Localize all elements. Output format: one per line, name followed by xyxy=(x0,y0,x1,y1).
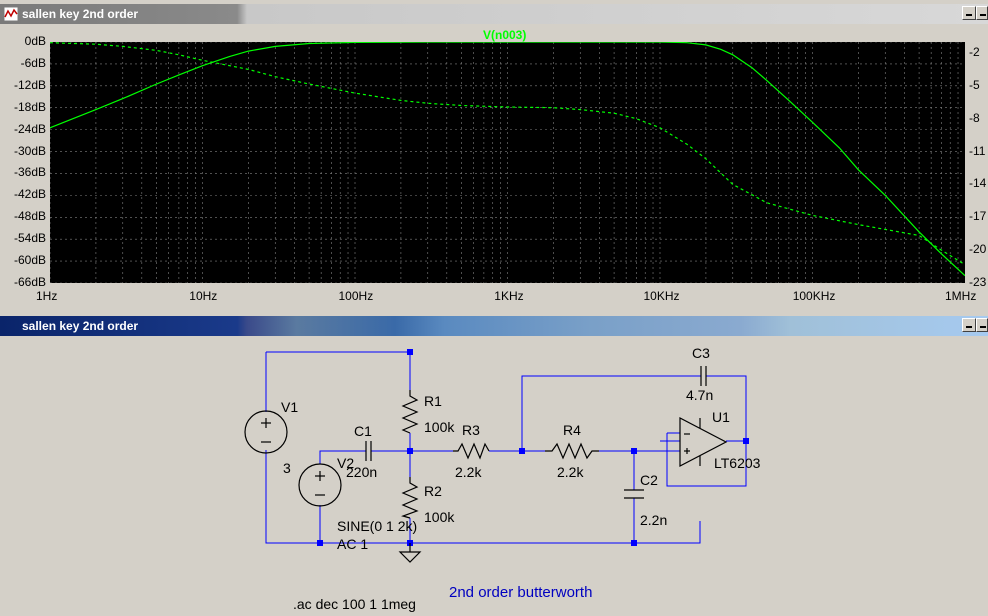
restore-button[interactable] xyxy=(976,6,988,20)
r1-value: 100k xyxy=(424,419,455,435)
v2-name: V2 xyxy=(337,455,354,471)
c1-value: 220n xyxy=(346,464,377,480)
wires xyxy=(265,351,747,544)
component-labels: V1 3 V2 SINE(0 1 2k) AC 1 C1 220n R1 100… xyxy=(281,345,761,552)
y-right-tick-label: -20 xyxy=(969,242,987,257)
phase-trace xyxy=(50,42,965,266)
v2-value-1: SINE(0 1 2k) xyxy=(337,518,417,534)
y-tick-label: -54dB xyxy=(13,231,46,246)
plot-area[interactable] xyxy=(50,42,965,283)
u1-symbol xyxy=(679,417,728,467)
v1-value: 3 xyxy=(283,460,291,476)
y-right-tick-label: -11 xyxy=(969,143,986,158)
x-tick-label: 100KHz xyxy=(792,289,836,303)
minimize-button[interactable] xyxy=(962,318,976,332)
r4-symbol xyxy=(545,442,599,460)
r1-name: R1 xyxy=(424,393,442,409)
x-tick-label: 10KHz xyxy=(643,289,680,303)
spice-directive[interactable]: .ac dec 100 1 1meg xyxy=(293,596,416,612)
v1-name: V1 xyxy=(281,399,298,415)
y-tick-label: -30dB xyxy=(13,143,46,158)
schematic-svg: V1 3 V2 SINE(0 1 2k) AC 1 C1 220n R1 100… xyxy=(244,345,761,612)
restore-button[interactable] xyxy=(976,318,988,332)
y-tick-label: -24dB xyxy=(13,121,46,136)
magnitude-trace xyxy=(50,42,965,277)
r2-symbol xyxy=(401,477,419,519)
c1-name: C1 xyxy=(354,423,372,439)
c2-value: 2.2n xyxy=(640,512,667,528)
schematic-canvas[interactable]: V1 3 V2 SINE(0 1 2k) AC 1 C1 220n R1 100… xyxy=(4,338,988,616)
plot-window-title: sallen key 2nd order xyxy=(22,7,139,21)
y-right-tick-label: -8 xyxy=(969,110,980,125)
c3-symbol xyxy=(700,366,707,386)
y-right-tick-label: -14 xyxy=(969,176,987,191)
r3-symbol xyxy=(453,442,490,460)
waveform-icon xyxy=(4,7,18,21)
r3-value: 2.2k xyxy=(455,464,482,480)
component-symbols xyxy=(244,366,728,563)
c2-name: C2 xyxy=(640,472,658,488)
u1-value: LT6203 xyxy=(714,455,761,471)
y-right-tick-label: -2 xyxy=(969,44,980,59)
x-tick-label: 100Hz xyxy=(338,289,374,303)
r2-value: 100k xyxy=(424,509,455,525)
y-right-tick-label: -5 xyxy=(969,77,980,92)
plot-window: sallen key 2nd order V(n003) 0dB -6dB -12d… xyxy=(0,4,988,312)
ground-symbol xyxy=(398,543,422,563)
c3-name: C3 xyxy=(692,345,710,361)
v2-value-2: AC 1 xyxy=(337,536,368,552)
v1-symbol xyxy=(244,410,288,454)
y-tick-label: -60dB xyxy=(13,253,46,268)
x-tick-label: 1Hz xyxy=(36,289,58,303)
r4-name: R4 xyxy=(563,422,581,438)
c1-symbol xyxy=(365,441,372,461)
y-tick-label: -66dB xyxy=(13,275,46,289)
u1-name: U1 xyxy=(712,409,730,425)
r1-symbol xyxy=(401,390,419,434)
y-tick-label: -48dB xyxy=(13,209,46,224)
y-tick-label: -36dB xyxy=(13,165,46,180)
y-tick-label: -42dB xyxy=(13,187,46,202)
y-tick-label: -12dB xyxy=(13,77,46,92)
y-tick-label: 0dB xyxy=(24,34,46,48)
trace-label[interactable]: V(n003) xyxy=(483,28,527,42)
y-right-tick-label: -17 xyxy=(969,209,987,224)
y-right-tick-label: -23 xyxy=(969,275,987,289)
x-tick-label: 1MHz xyxy=(945,289,977,303)
minimize-button[interactable] xyxy=(962,6,976,20)
plot-titlebar[interactable]: sallen key 2nd order xyxy=(0,4,988,24)
r4-value: 2.2k xyxy=(557,464,584,480)
schematic-titlebar[interactable]: sallen key 2nd order xyxy=(0,316,988,336)
r2-name: R2 xyxy=(424,483,442,499)
traces xyxy=(50,42,965,277)
schematic-window-title: sallen key 2nd order xyxy=(22,319,139,333)
r3-name: R3 xyxy=(462,422,480,438)
c3-value: 4.7n xyxy=(686,387,713,403)
c2-symbol xyxy=(624,489,644,499)
y-tick-label: -18dB xyxy=(13,99,46,114)
y-tick-label: -6dB xyxy=(20,55,46,70)
x-tick-label: 10Hz xyxy=(189,289,218,303)
junctions xyxy=(317,349,749,546)
x-tick-label: 1KHz xyxy=(494,289,524,303)
grid xyxy=(50,42,965,283)
comment-text[interactable]: 2nd order butterworth xyxy=(449,584,592,601)
v2-symbol xyxy=(298,463,342,507)
